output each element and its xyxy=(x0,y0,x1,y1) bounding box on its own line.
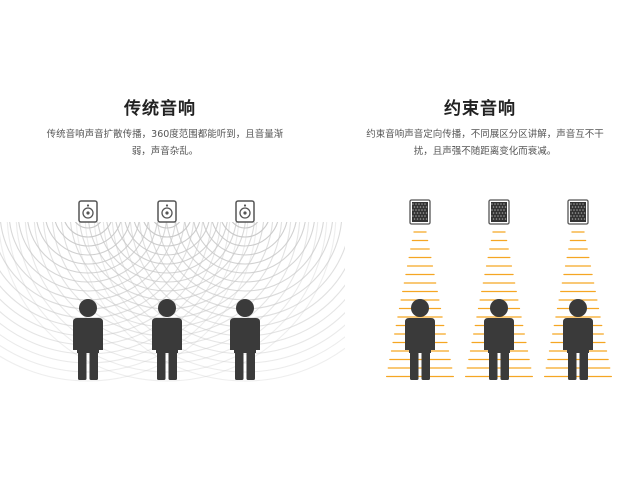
sound-wave-ring xyxy=(9,222,167,292)
sound-wave-ring xyxy=(6,222,328,373)
traditional-speaker-panel: 传统音响 传统音响声音扩散传播，360度范围都能听到，且音量渐弱，声音杂乱。 xyxy=(46,99,284,157)
speaker-icon xyxy=(157,200,177,223)
sound-wave-ring xyxy=(175,222,315,283)
directional-speaker-panel: 约束音响 约束音响声音定向传播，不同展区分区讲解，声音互不干扰，且声强不随距离变… xyxy=(320,0,640,480)
sound-wave-ring xyxy=(0,222,240,364)
sound-wave-ring xyxy=(0,222,249,373)
person-icon xyxy=(563,299,593,380)
sound-wave-ring xyxy=(166,222,324,292)
sound-wave-ring xyxy=(45,222,131,256)
sound-wave-ring xyxy=(24,222,310,355)
directional-speaker-icon xyxy=(567,199,589,225)
sound-wave-ring xyxy=(115,222,219,265)
directional-title: 约束音响 xyxy=(444,99,516,119)
person-icon xyxy=(73,299,103,380)
sound-wave-ring xyxy=(15,222,319,364)
person-icon xyxy=(484,299,514,380)
speaker-icon xyxy=(235,200,255,223)
sound-wave-ring xyxy=(74,222,102,229)
sound-wave-ring xyxy=(211,222,279,247)
directional-speaker-icon xyxy=(488,199,510,225)
sound-wave-ring xyxy=(102,222,345,355)
sound-wave-ring xyxy=(0,222,222,346)
directional-speaker-icon xyxy=(409,199,431,225)
sound-wave-ring xyxy=(143,222,191,238)
speaker-icon xyxy=(78,200,98,223)
sound-wave-ring xyxy=(64,222,112,238)
sound-wave-ring xyxy=(97,222,237,283)
sound-wave-ring xyxy=(153,222,181,229)
sound-wave-ring xyxy=(0,222,258,382)
sound-wave-ring xyxy=(184,222,306,274)
sound-wave-ring xyxy=(0,222,337,382)
sound-wave-ring xyxy=(106,222,228,274)
traditional-description: 传统音响声音扩散传播，360度范围都能听到，且音量渐弱，声音杂乱。 xyxy=(46,129,284,157)
sound-wave-ring xyxy=(88,222,246,292)
sound-wave-ring xyxy=(36,222,140,265)
sound-wave-ring xyxy=(75,222,345,382)
person-icon xyxy=(230,299,260,380)
sound-wave-ring xyxy=(221,222,269,238)
sound-wave-ring xyxy=(27,222,149,274)
person-icon xyxy=(152,299,182,380)
sound-wave-ring xyxy=(93,222,345,364)
sound-waves xyxy=(0,222,345,382)
sound-wave-ring xyxy=(124,222,210,256)
sound-wave-ring xyxy=(193,222,297,265)
sound-wave-ring xyxy=(84,222,345,373)
traditional-title: 传统音响 xyxy=(124,99,196,119)
person-icon xyxy=(405,299,435,380)
sound-wave-ring xyxy=(54,222,122,247)
sound-wave-ring xyxy=(0,222,231,355)
sound-wave-ring xyxy=(133,222,201,247)
sound-wave-ring xyxy=(202,222,288,256)
directional-description: 约束音响声音定向传播，不同展区分区讲解，声音互不干扰，且声强不随距离变化而衰减。 xyxy=(366,129,604,157)
sound-wave-ring xyxy=(231,222,259,229)
